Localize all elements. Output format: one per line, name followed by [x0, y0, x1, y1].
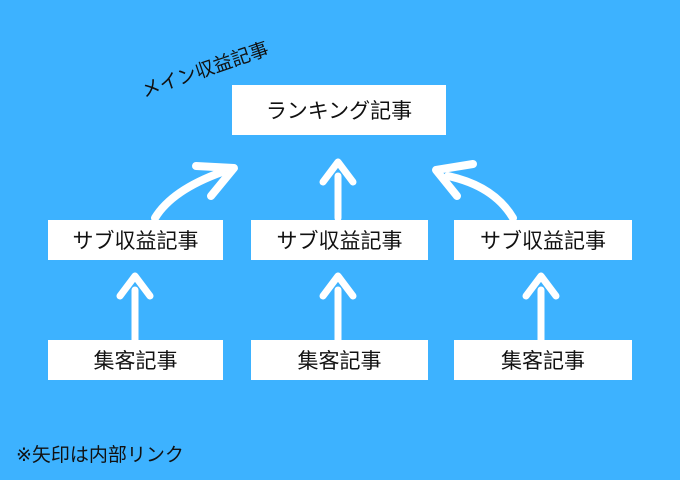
arrow-bottom-to-middle-center	[319, 272, 357, 346]
traffic-article-label: 集客記事	[93, 349, 178, 373]
ranking-article-box: ランキング記事	[232, 85, 446, 135]
internal-link-note: ※矢印は内部リンク	[16, 444, 184, 466]
traffic-article-label: 集客記事	[501, 349, 585, 373]
sub-revenue-label: サブ収益記事	[276, 229, 403, 253]
traffic-article-box-left: 集客記事	[48, 340, 223, 380]
traffic-article-box-center: 集客記事	[251, 340, 428, 380]
sub-revenue-label: サブ収益記事	[480, 229, 606, 253]
ranking-article-label: ランキング記事	[265, 99, 413, 123]
sub-revenue-box-center: サブ収益記事	[251, 220, 428, 260]
sub-revenue-box-left: サブ収益記事	[48, 220, 223, 260]
sub-revenue-label: サブ収益記事	[72, 229, 199, 253]
traffic-article-box-right: 集客記事	[454, 340, 632, 380]
arrow-middle-to-top-left	[151, 162, 238, 222]
arrow-bottom-to-middle-right	[522, 272, 560, 346]
sub-revenue-box-right: サブ収益記事	[454, 220, 632, 260]
arrow-middle-to-top-right	[432, 160, 517, 222]
traffic-article-label: 集客記事	[297, 349, 382, 373]
arrow-bottom-to-middle-left	[116, 272, 154, 346]
arrow-middle-to-top-center	[319, 158, 357, 222]
